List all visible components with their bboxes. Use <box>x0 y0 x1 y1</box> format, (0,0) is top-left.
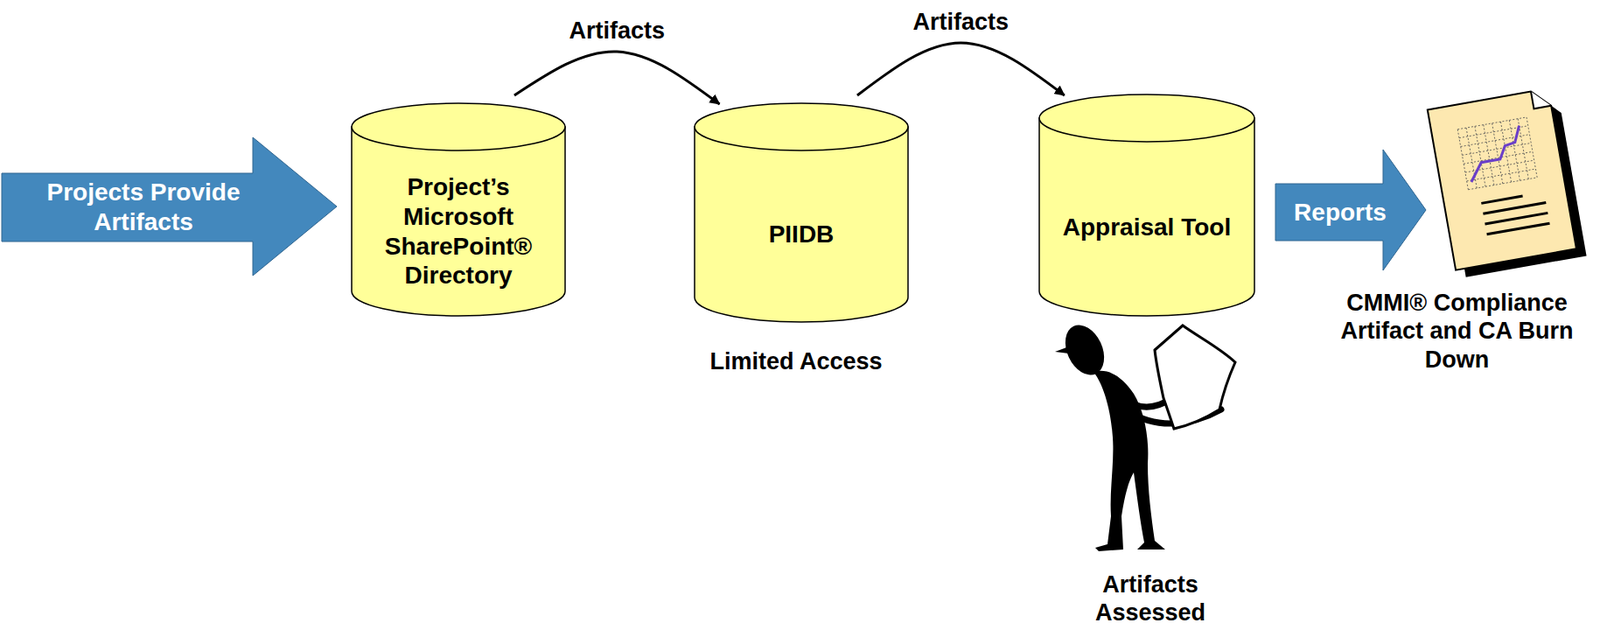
access-note: Limited Access <box>706 347 885 376</box>
edge-label: Artifacts <box>910 7 1013 36</box>
document-caption: CMMI® Compliance Artifact and CA Burn Do… <box>1317 288 1598 374</box>
node-label: Appraisal Tool <box>1062 212 1231 243</box>
node-label: Project’s Microsoft SharePoint® Director… <box>370 172 546 290</box>
chart-grid <box>1457 117 1538 190</box>
assessment-note: Artifacts Assessed <box>1064 570 1237 628</box>
text-holder: Appraisal Tool <box>1038 142 1256 312</box>
cylinder-body <box>694 126 909 322</box>
repository-cylinder: Project’s Microsoft SharePoint® Director… <box>350 102 566 317</box>
edge-group <box>857 42 1065 96</box>
curved-connector <box>514 51 720 105</box>
report-icon <box>1427 86 1587 279</box>
text-line <box>1487 223 1551 235</box>
text-line <box>1482 202 1546 215</box>
node-label: Reports <box>1293 197 1387 228</box>
text-holder: CMMI® Compliance Artifact and CA Burn Do… <box>1316 288 1598 390</box>
cylinder-body <box>1039 118 1255 316</box>
curved-connector <box>857 42 1065 96</box>
text-holder: Project’s Microsoft SharePoint® Director… <box>350 151 566 312</box>
node-outline <box>693 102 909 323</box>
node-outline <box>1 137 337 276</box>
page-fold <box>1530 88 1552 109</box>
report-document: CMMI® Compliance Artifact and CA Burn Do… <box>1316 83 1598 390</box>
text-line <box>1484 212 1548 224</box>
edge-label: Artifacts <box>565 16 668 45</box>
cylinder-top <box>351 103 566 151</box>
node-outline <box>1038 93 1256 317</box>
database-cylinder: PIIDB <box>693 102 909 323</box>
block-arrow <box>1 137 337 276</box>
block-arrow <box>1275 149 1426 271</box>
text-holder: Reports <box>1275 183 1405 241</box>
cylinder-top <box>694 103 909 151</box>
node-label: Projects Provide Artifacts <box>12 177 275 237</box>
figure-body <box>1093 370 1166 552</box>
cylinder-body <box>351 126 566 316</box>
tool-cylinder: Appraisal Tool <box>1038 93 1256 317</box>
text-holder: Projects Provide Artifacts <box>12 173 275 242</box>
stick-figure <box>1055 318 1236 552</box>
figure-nose <box>1055 346 1069 354</box>
node-label: PIIDB <box>768 219 835 250</box>
input-block-arrow: Projects Provide Artifacts <box>1 137 337 276</box>
cylinder-top <box>1039 94 1255 142</box>
paper-sheet <box>1154 325 1236 429</box>
page <box>1427 88 1577 270</box>
edge-group <box>514 51 720 105</box>
chart-line <box>1463 125 1528 182</box>
text-line <box>1481 195 1523 203</box>
output-block-arrow: Reports <box>1275 149 1426 271</box>
text-holder: PIIDB <box>693 151 909 318</box>
